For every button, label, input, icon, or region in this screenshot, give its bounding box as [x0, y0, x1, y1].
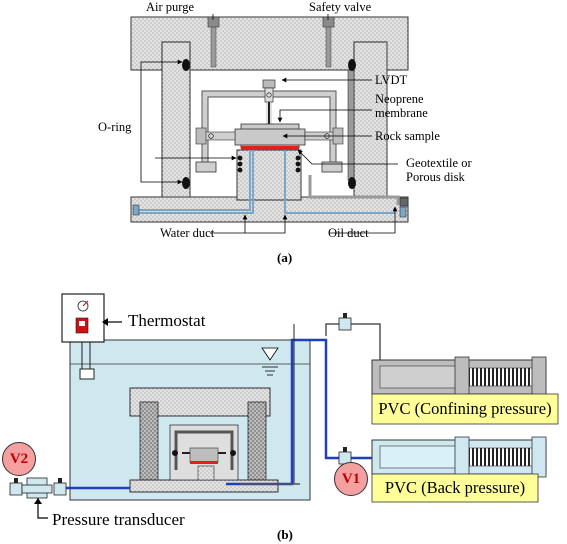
label-rock-sample: Rock sample: [375, 129, 440, 143]
badge-v1: V1: [334, 462, 368, 496]
label-pvc-confining: PVC (Confining pressure): [378, 399, 552, 418]
caption-b: (b): [277, 527, 293, 542]
panel-b-system: [9, 293, 559, 519]
label-air-purge: Air purge: [146, 0, 195, 14]
valve-top: [338, 313, 352, 331]
label-neoprene-2: membrane: [375, 106, 428, 120]
label-o-ring: O-ring: [98, 120, 132, 134]
label-pvc-back: PVC (Back pressure): [384, 478, 526, 497]
label-lvdt: LVDT: [375, 73, 408, 87]
valve-v1: [338, 447, 352, 465]
label-oil-duct: Oil duct: [328, 226, 369, 240]
label-geotextile-2: Porous disk: [406, 170, 465, 184]
label-pressure-transducer: Pressure transducer: [52, 510, 185, 529]
label-geotextile-1: Geotextile or: [406, 156, 472, 170]
badge-v2: V2: [2, 442, 36, 476]
label-thermostat: Thermostat: [128, 311, 206, 330]
label-water-duct: Water duct: [160, 226, 215, 240]
valve-left: [9, 478, 67, 496]
label-neoprene-1: Neoprene: [375, 92, 424, 106]
panel-a-cell: [130, 14, 409, 234]
caption-a: (a): [277, 250, 293, 265]
label-safety-valve: Safety valve: [309, 0, 372, 14]
